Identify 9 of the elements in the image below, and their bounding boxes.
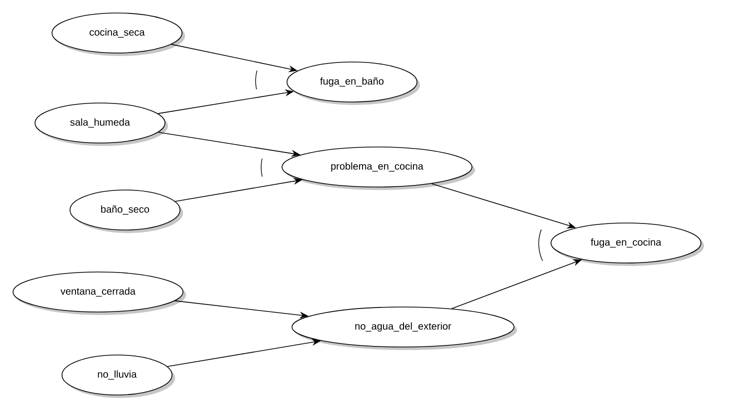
ellipse-node: problema_en_cocina — [282, 146, 475, 190]
ellipse-node: sala_humeda — [34, 102, 168, 146]
ellipse-node: fuga_en_cocina — [550, 222, 704, 266]
ellipse-node: ventana_cerrada — [12, 272, 186, 315]
ellipse-node: no_lluvia — [62, 354, 175, 398]
ellipse-node: no_agua_del_exterior — [292, 306, 517, 350]
ellipse-node: fuga_en_baño — [286, 62, 420, 105]
ellipse-node: cocina_seca — [52, 12, 185, 56]
ellipse-node: baño_seco — [70, 190, 183, 233]
